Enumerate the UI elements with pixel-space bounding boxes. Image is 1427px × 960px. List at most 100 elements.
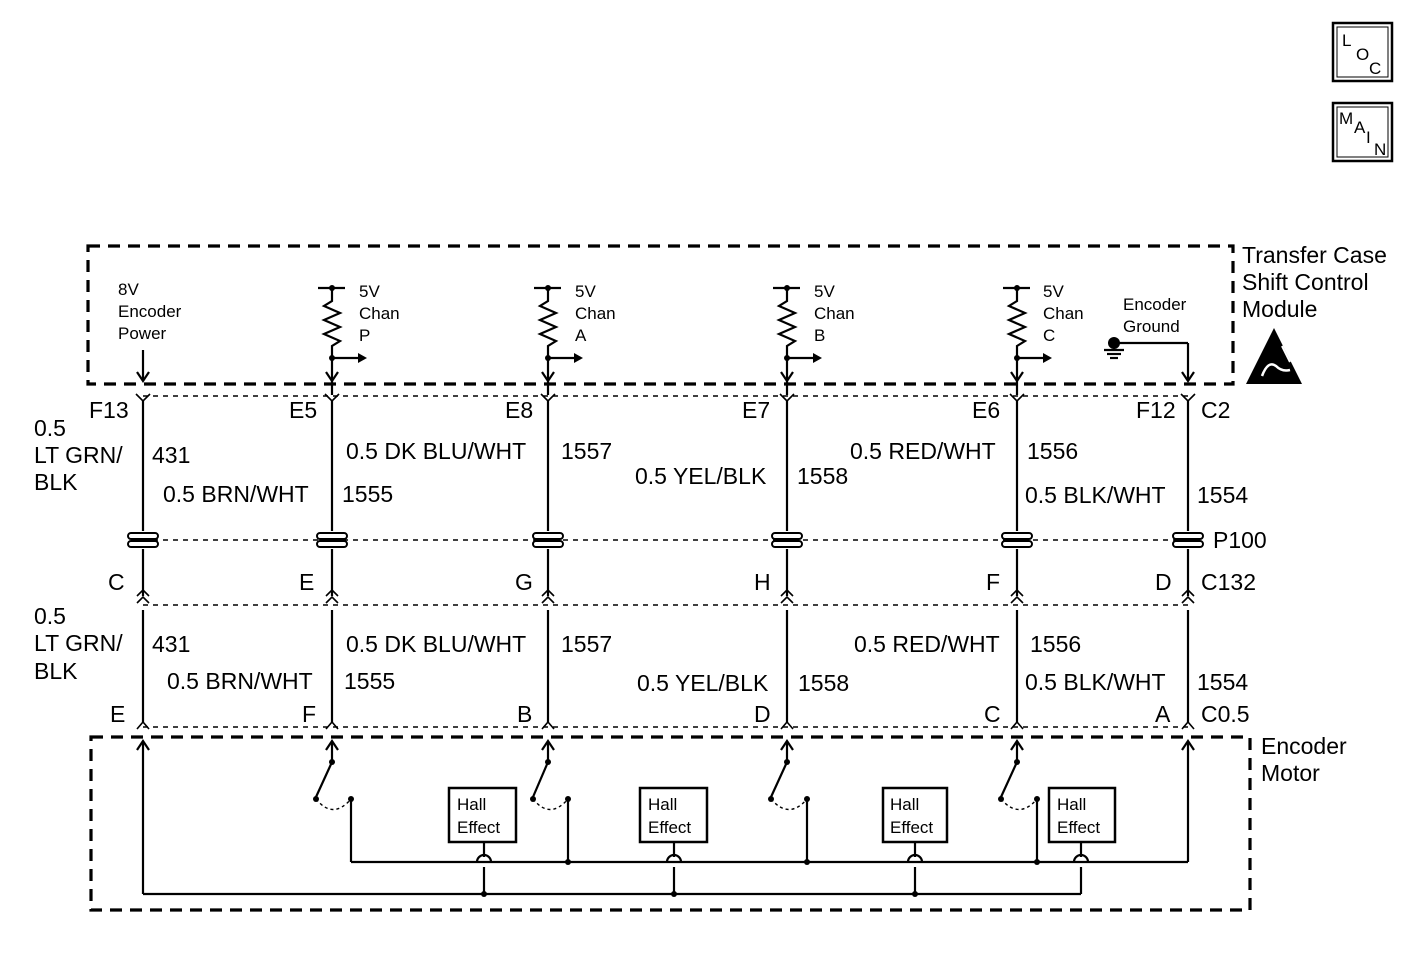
svg-text:Power: Power — [118, 324, 167, 343]
circuit-wire — [127, 393, 159, 730]
svg-text:5V: 5V — [814, 282, 835, 301]
svg-text:Shift Control: Shift Control — [1242, 269, 1369, 295]
pin-input-arrows — [325, 371, 1024, 383]
p100-connector-label: P100 — [1213, 527, 1267, 553]
circuit-1555-upper: 1555 — [342, 481, 393, 507]
c132-pin-h: H — [754, 569, 771, 595]
svg-text:LT GRN/: LT GRN/ — [34, 630, 123, 656]
svg-text:0.5: 0.5 — [34, 415, 66, 441]
svg-text:L: L — [1342, 31, 1351, 50]
c05-pin-b: B — [517, 701, 532, 727]
svg-text:Effect: Effect — [648, 818, 691, 837]
svg-text:Chan: Chan — [814, 304, 855, 323]
hall-effect-sensor-1: Hall Effect — [447, 786, 518, 894]
svg-text:0.5: 0.5 — [34, 603, 66, 629]
svg-text:Chan: Chan — [1043, 304, 1084, 323]
circuit-1558-lower: 1558 — [798, 670, 849, 696]
svg-text:C: C — [1369, 59, 1381, 78]
svg-text:431: 431 — [152, 442, 190, 468]
svg-text:P: P — [359, 326, 370, 345]
pullup-resistor-c — [1003, 285, 1052, 395]
wire-label-431-upper: 0.5 LT GRN/ BLK 431 — [34, 415, 190, 495]
svg-text:Motor: Motor — [1261, 760, 1320, 786]
hall-effect-sensor-3: Hall Effect — [881, 786, 949, 894]
wire-label-1558-lower: 0.5 YEL/BLK — [637, 670, 769, 696]
pin-f12: F12 — [1136, 397, 1176, 423]
wire-label-1554-upper: 0.5 BLK/WHT — [1025, 482, 1166, 508]
encoder-power-label: 8V Encoder Power — [118, 280, 182, 343]
wire-label-1557-lower: 0.5 DK BLU/WHT — [346, 631, 526, 657]
pin-e7: E7 — [742, 397, 770, 423]
hall-effect-sensor-4: Hall Effect — [1047, 786, 1117, 894]
c132-pin-f: F — [986, 569, 1000, 595]
encoder-power-arrow — [136, 350, 150, 383]
circuit-1555-lower: 1555 — [344, 668, 395, 694]
svg-text:Transfer Case: Transfer Case — [1242, 242, 1387, 268]
pin-e5: E5 — [289, 397, 317, 423]
switch-c — [998, 739, 1040, 811]
wire-label-1557-upper: 0.5 DK BLU/WHT — [346, 438, 526, 464]
c2-connector-label: C2 — [1201, 397, 1230, 423]
circuit-1554-upper: 1554 — [1197, 482, 1248, 508]
pin-e8: E8 — [505, 397, 533, 423]
circuit-1554-lower: 1554 — [1197, 669, 1248, 695]
wire-label-1558-upper: 0.5 YEL/BLK — [635, 463, 767, 489]
circuit-wire — [1172, 393, 1204, 730]
wire-label-1555-lower: 0.5 BRN/WHT — [167, 668, 313, 694]
wire-label-431-lower: 0.5 LT GRN/ BLK 431 — [34, 603, 190, 684]
svg-text:LT GRN/: LT GRN/ — [34, 442, 123, 468]
tccm-module-label: Transfer Case Shift Control Module — [1242, 242, 1387, 322]
switch-p — [313, 739, 354, 811]
pullup-resistor-a — [534, 285, 583, 395]
svg-text:Encoder: Encoder — [1123, 295, 1187, 314]
c05-pin-e: E — [110, 701, 125, 727]
svg-text:BLK: BLK — [34, 469, 78, 495]
pullup-resistor-p — [318, 285, 367, 395]
svg-text:5V: 5V — [359, 282, 380, 301]
circuit-wire — [316, 393, 348, 730]
c05-pin-a: A — [1155, 701, 1171, 727]
svg-text:I: I — [1366, 128, 1371, 147]
circuit-1557-lower: 1557 — [561, 631, 612, 657]
c05-pin-c: C — [984, 701, 1001, 727]
wire-label-1556-lower: 0.5 RED/WHT — [854, 631, 1000, 657]
pin-e6: E6 — [972, 397, 1000, 423]
c132-pin-c: C — [108, 569, 125, 595]
svg-text:A: A — [1354, 118, 1366, 137]
svg-text:Hall: Hall — [1057, 795, 1086, 814]
svg-text:5V: 5V — [575, 282, 596, 301]
pin-f13: F13 — [89, 397, 129, 423]
c132-pin-e: E — [299, 569, 314, 595]
svg-text:BLK: BLK — [34, 658, 78, 684]
svg-text:Effect: Effect — [1057, 818, 1100, 837]
loc-button[interactable]: L O C — [1331, 21, 1394, 83]
main-button[interactable]: M A I N — [1331, 101, 1394, 163]
c05-pin-f: F — [302, 701, 316, 727]
svg-text:431: 431 — [152, 631, 190, 657]
encoder-motor-label: Encoder Motor — [1261, 733, 1347, 786]
encoder-motor-box — [89, 735, 1252, 912]
switch-b — [768, 739, 810, 811]
c05-connector-label: C0.5 — [1201, 701, 1250, 727]
chan-a-label: 5V Chan A — [575, 282, 616, 345]
circuit-1557-upper: 1557 — [561, 438, 612, 464]
svg-text:Encoder: Encoder — [1261, 733, 1347, 759]
svg-text:O: O — [1356, 45, 1369, 64]
pullup-resistor-b — [773, 285, 822, 395]
svg-text:A: A — [575, 326, 587, 345]
svg-text:Module: Module — [1242, 296, 1317, 322]
svg-text:Effect: Effect — [457, 818, 500, 837]
wire-label-1554-lower: 0.5 BLK/WHT — [1025, 669, 1166, 695]
svg-text:8V: 8V — [118, 280, 139, 299]
circuit-wire — [1001, 393, 1033, 730]
hall-effect-sensor-2: Hall Effect — [638, 786, 709, 894]
svg-text:C: C — [1043, 326, 1055, 345]
encoder-ground-label: Encoder Ground — [1123, 295, 1187, 336]
wire-label-1555-upper: 0.5 BRN/WHT — [163, 481, 309, 507]
circuit-1558-upper: 1558 — [797, 463, 848, 489]
svg-text:Hall: Hall — [457, 795, 486, 814]
svg-text:Hall: Hall — [648, 795, 677, 814]
chan-b-label: 5V Chan B — [814, 282, 855, 345]
circuit-1556-upper: 1556 — [1027, 438, 1078, 464]
